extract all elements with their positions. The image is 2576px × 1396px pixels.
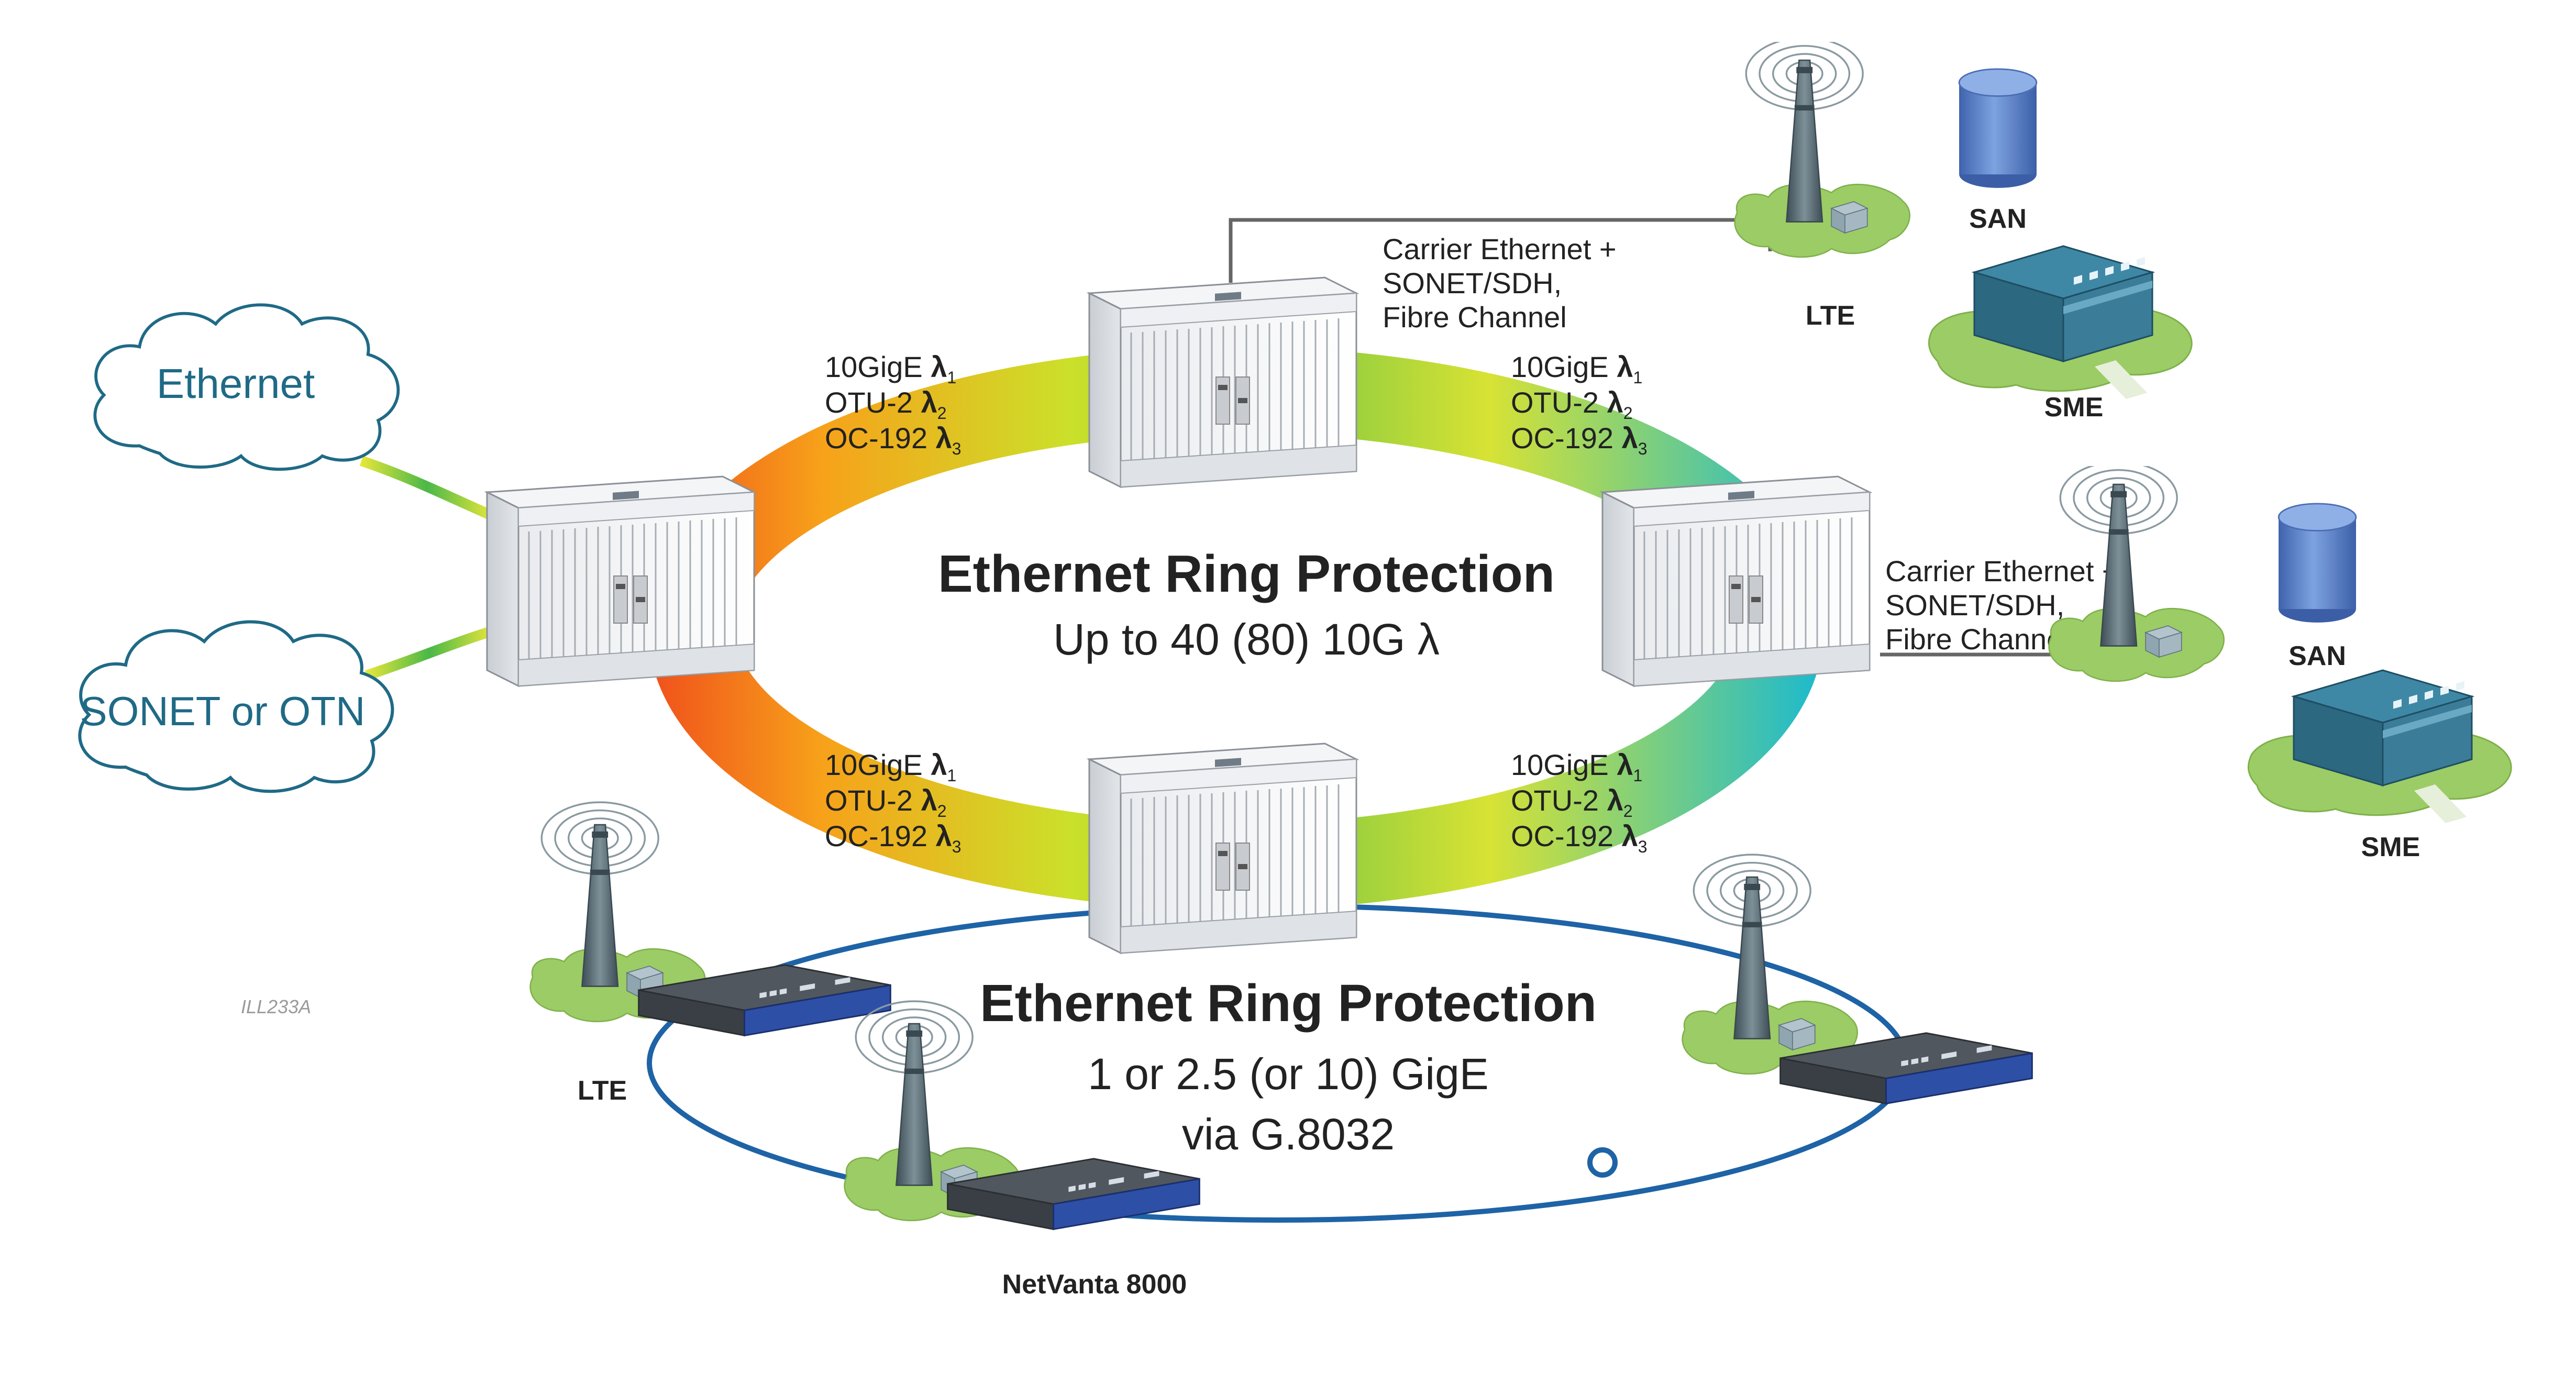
- lambda-subscript: 3: [1638, 837, 1648, 856]
- lambda-symbol: λ: [931, 748, 947, 781]
- wavelength-service: 10GigE: [1511, 748, 1617, 781]
- illustration-id: ILL233A: [241, 996, 311, 1017]
- wavelength-line: OC-192 λ3: [1511, 422, 1648, 458]
- chassis-icon: [1088, 276, 1357, 488]
- left-lte-label: LTE: [578, 1076, 627, 1106]
- inner-ring-title: Ethernet Ring Protection: [980, 974, 1597, 1033]
- lambda-subscript: 2: [937, 802, 947, 821]
- lambda-symbol: λ: [936, 819, 952, 852]
- lambda-subscript: 2: [937, 404, 947, 423]
- lambda-symbol: λ: [921, 784, 937, 817]
- lambda-subscript: 1: [1633, 766, 1643, 785]
- lambda-subscript: 1: [947, 368, 957, 387]
- lambda-symbol: λ: [1617, 748, 1633, 781]
- cloud-links: [359, 456, 495, 681]
- top-san-label: SAN: [1969, 204, 2027, 234]
- wavelength-service: 10GigE: [825, 350, 931, 383]
- tower-icon: [1733, 42, 1911, 258]
- lambda-subscript: 3: [1638, 439, 1648, 458]
- wavelength-service: OC-192: [1511, 819, 1622, 852]
- wavelength-service: 10GigE: [1511, 350, 1617, 383]
- wavelength-line: 10GigE λ1: [825, 748, 956, 785]
- cloud-ethernet: Ethernet: [95, 305, 398, 469]
- lambda-symbol: λ: [921, 386, 937, 419]
- building-icon: [2247, 669, 2512, 824]
- service-right-line2: SONET/SDH,: [1885, 589, 2064, 622]
- lambda-subscript: 3: [952, 439, 961, 458]
- wavelength-line: OC-192 λ3: [825, 819, 961, 856]
- right-san-label: SAN: [2288, 641, 2346, 671]
- wavelength-line: 10GigE λ1: [825, 350, 956, 387]
- san-icon: [1958, 68, 2038, 189]
- wavelength-service: OC-192: [825, 819, 936, 852]
- wavelength-line: OTU-2 λ2: [825, 386, 947, 423]
- wavelength-service: OTU-2: [1511, 784, 1607, 817]
- san-icon: [2278, 503, 2357, 624]
- ring-blocking-port-icon: [1587, 1147, 1618, 1178]
- chassis-icon: [486, 475, 755, 687]
- wavelength-line: 10GigE λ1: [1511, 748, 1642, 785]
- wavelength-service: OC-192: [1511, 422, 1622, 455]
- wavelength-line: OC-192 λ3: [825, 422, 961, 458]
- service-right-line1: Carrier Ethernet +: [1885, 555, 2119, 588]
- chassis-icon: [1601, 475, 1871, 687]
- lambda-subscript: 2: [1623, 404, 1633, 423]
- lambda-symbol: λ: [1622, 422, 1638, 455]
- service-top-line2: SONET/SDH,: [1383, 267, 1562, 300]
- right-sme-label: SME: [2361, 832, 2420, 862]
- service-right-line3: Fibre Channel: [1885, 623, 2070, 656]
- inner-ring-line2: via G.8032: [1182, 1110, 1395, 1159]
- service-top-line3: Fibre Channel: [1383, 301, 1567, 334]
- wavelength-line: OTU-2 λ2: [1511, 386, 1633, 423]
- top-lte-label: LTE: [1806, 301, 1855, 331]
- lambda-symbol: λ: [1607, 784, 1623, 817]
- wavelength-service: OTU-2: [825, 784, 921, 817]
- building-icon: [1928, 245, 2193, 400]
- top-sme-label: SME: [2044, 392, 2104, 423]
- netvanta-label: NetVanta 8000: [1002, 1269, 1187, 1300]
- wavelength-line: OC-192 λ3: [1511, 819, 1648, 856]
- wavelength-line: OTU-2 λ2: [825, 784, 947, 821]
- wavelength-line: OTU-2 λ2: [1511, 784, 1633, 821]
- lambda-subscript: 1: [947, 766, 957, 785]
- lambda-subscript: 3: [952, 837, 961, 856]
- outer-ring-title: Ethernet Ring Protection: [938, 545, 1555, 603]
- wavelength-line: 10GigE λ1: [1511, 350, 1642, 387]
- wavelength-service: 10GigE: [825, 748, 931, 781]
- wavelength-service: OTU-2: [825, 386, 921, 419]
- lambda-subscript: 2: [1623, 802, 1633, 821]
- cloud-sonet-label: SONET or OTN: [80, 688, 366, 734]
- cloud-ethernet-label: Ethernet: [157, 360, 315, 407]
- wavelength-service: OTU-2: [1511, 386, 1607, 419]
- cloud-sonet-otn: SONET or OTN: [80, 622, 392, 792]
- wavelength-service: OC-192: [825, 422, 936, 455]
- outer-ring-subtitle: Up to 40 (80) 10G λ: [1053, 615, 1440, 664]
- lambda-symbol: λ: [1622, 819, 1638, 852]
- lambda-symbol: λ: [936, 422, 952, 455]
- lambda-symbol: λ: [931, 350, 947, 383]
- chassis-icon: [1088, 743, 1357, 954]
- lambda-symbol: λ: [1607, 386, 1623, 419]
- service-top-line1: Carrier Ethernet +: [1383, 232, 1617, 265]
- lambda-subscript: 1: [1633, 368, 1643, 387]
- inner-ring-line1: 1 or 2.5 (or 10) GigE: [1088, 1049, 1489, 1099]
- lambda-symbol: λ: [1617, 350, 1633, 383]
